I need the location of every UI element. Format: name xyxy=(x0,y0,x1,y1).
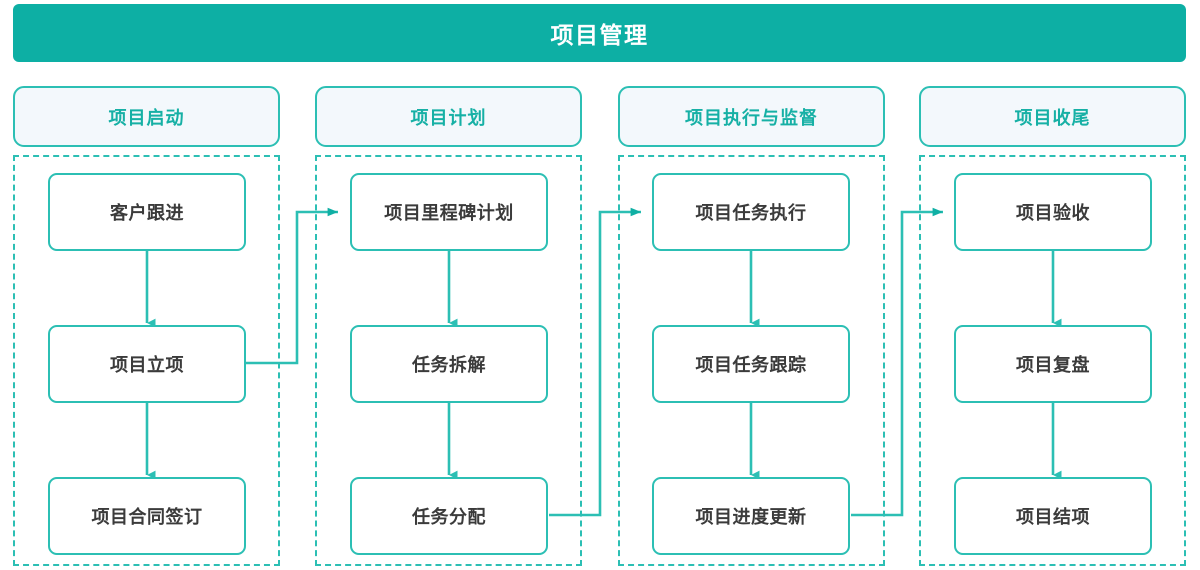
node-label: 项目任务跟踪 xyxy=(695,355,807,375)
node-task-execution[interactable]: 项目任务执行 xyxy=(652,173,850,251)
node-label: 项目复盘 xyxy=(1016,355,1090,375)
node-label: 项目进度更新 xyxy=(695,507,807,527)
page-title: 项目管理 xyxy=(550,22,649,48)
page-title-bar: 项目管理 xyxy=(13,4,1186,62)
node-contract-signing[interactable]: 项目合同签订 xyxy=(48,477,246,555)
lane-header-3[interactable]: 项目执行与监督 xyxy=(618,86,885,147)
lane-header-label-3: 项目执行与监督 xyxy=(685,107,818,128)
node-progress-update[interactable]: 项目进度更新 xyxy=(652,477,850,555)
lane-header-label-4: 项目收尾 xyxy=(1014,107,1091,128)
node-project-acceptance[interactable]: 项目验收 xyxy=(954,173,1152,251)
node-project-closure[interactable]: 项目结项 xyxy=(954,477,1152,555)
node-label: 项目任务执行 xyxy=(695,203,807,223)
node-label: 任务拆解 xyxy=(412,355,486,375)
node-customer-followup[interactable]: 客户跟进 xyxy=(48,173,246,251)
lane-header-label-2: 项目计划 xyxy=(410,107,487,128)
node-label: 项目结项 xyxy=(1016,507,1090,527)
node-label: 项目合同签订 xyxy=(91,507,203,527)
node-milestone-plan[interactable]: 项目里程碑计划 xyxy=(350,173,548,251)
lane-header-label-1: 项目启动 xyxy=(108,107,185,128)
lane-header-1[interactable]: 项目启动 xyxy=(13,86,280,147)
node-label: 任务分配 xyxy=(412,507,486,527)
node-task-assignment[interactable]: 任务分配 xyxy=(350,477,548,555)
node-label: 项目立项 xyxy=(110,355,184,375)
lane-header-2[interactable]: 项目计划 xyxy=(315,86,582,147)
node-label: 客户跟进 xyxy=(110,203,184,223)
node-label: 项目验收 xyxy=(1016,203,1090,223)
node-task-tracking[interactable]: 项目任务跟踪 xyxy=(652,325,850,403)
node-label: 项目里程碑计划 xyxy=(384,203,514,223)
node-project-review[interactable]: 项目复盘 xyxy=(954,325,1152,403)
lane-header-4[interactable]: 项目收尾 xyxy=(919,86,1186,147)
node-task-breakdown[interactable]: 任务拆解 xyxy=(350,325,548,403)
node-project-initiation[interactable]: 项目立项 xyxy=(48,325,246,403)
